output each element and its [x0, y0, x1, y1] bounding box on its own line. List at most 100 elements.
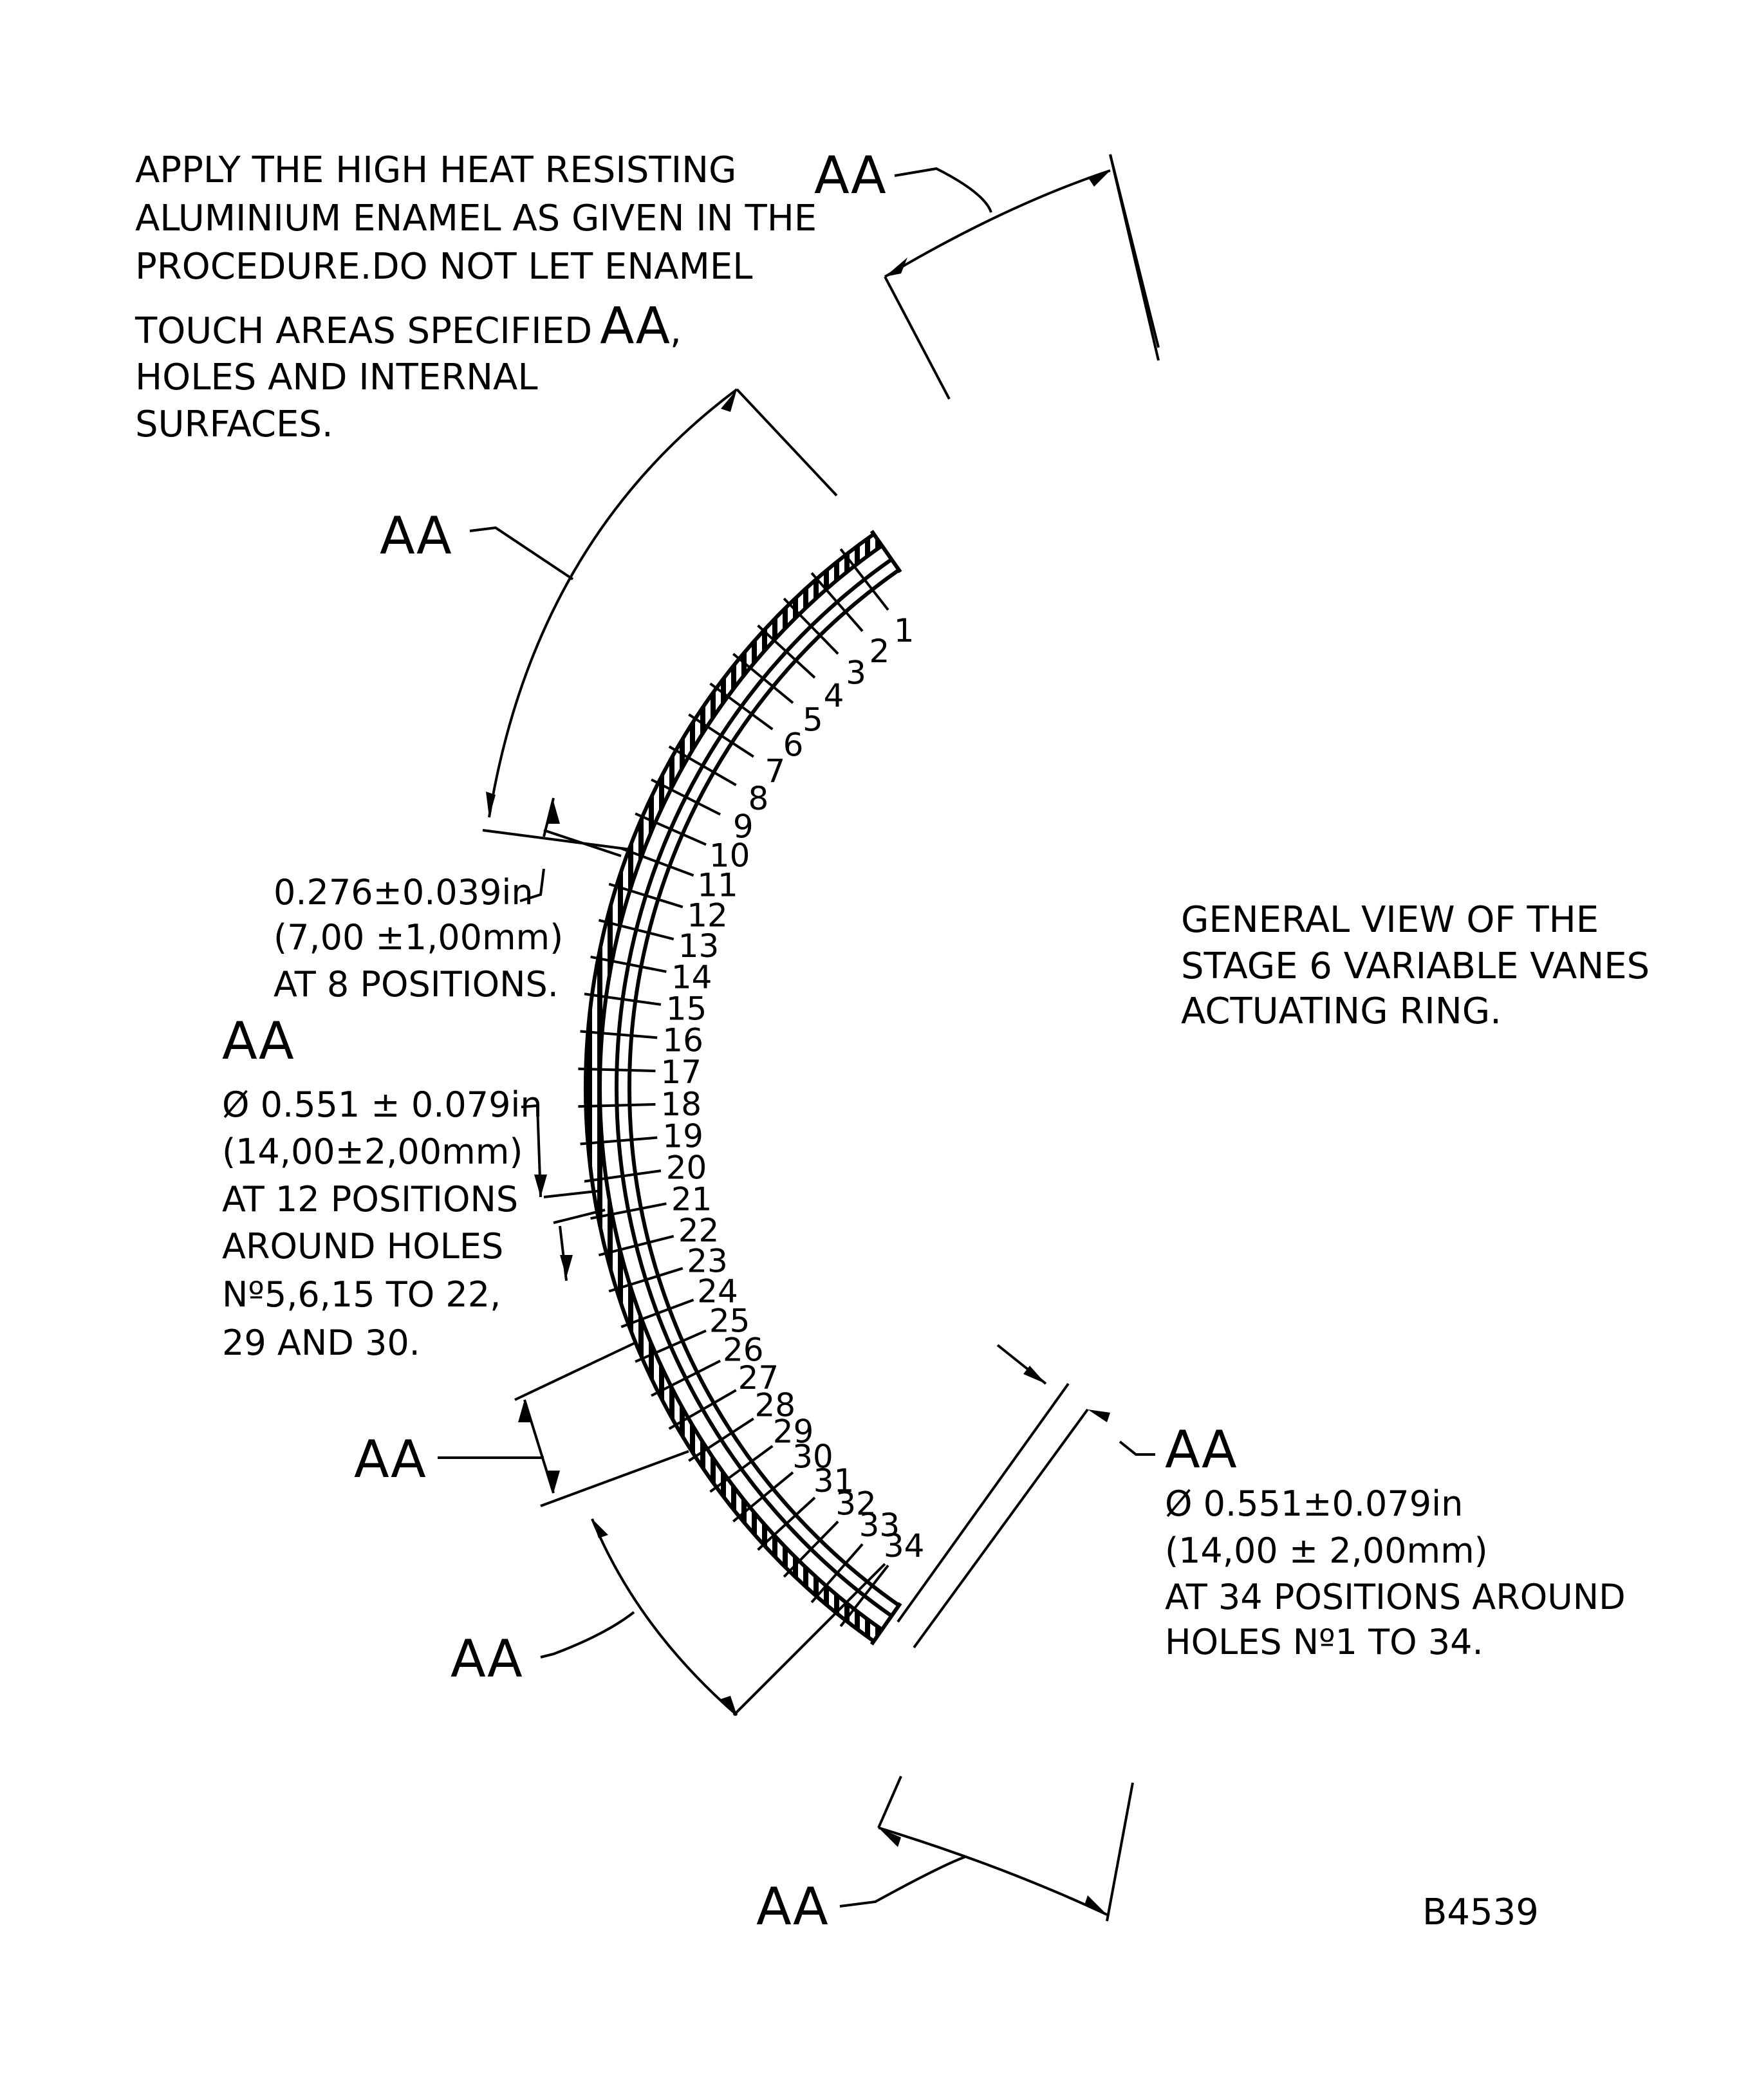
- holes-all-line-2: (14,00 ± 2,00mm): [1165, 1530, 1488, 1571]
- aa-label-top: AA: [814, 145, 886, 205]
- note-line-6: SURFACES.: [135, 404, 333, 445]
- hole-number-label: 19: [662, 1117, 703, 1155]
- aa-label-upper-left: AA: [380, 506, 452, 566]
- ring-arc-2: [598, 544, 884, 1631]
- hole-number-label: 20: [666, 1149, 707, 1187]
- ring-end-cap-1: [869, 530, 902, 573]
- dimension-lines: [438, 154, 1160, 1922]
- holes-all-line-1: Ø 0.551±0.079in: [1165, 1483, 1463, 1524]
- hole-tick: [757, 624, 816, 679]
- hole-number-label: 10: [709, 837, 750, 874]
- hole-tick: [709, 682, 774, 730]
- hole-number-label: 11: [697, 866, 738, 904]
- slot-dimension-note: 0.276±0.039in (7,00 ±1,00mm) AT 8 POSITI…: [274, 872, 563, 1005]
- title-line-1: GENERAL VIEW OF THE: [1181, 899, 1599, 941]
- note-line-3: PROCEDURE.DO NOT LET ENAMEL: [135, 246, 753, 288]
- hole-tick: [635, 1329, 707, 1363]
- hole-number-label: 26: [723, 1332, 764, 1369]
- hole-number-label: 29: [773, 1413, 814, 1450]
- title-line-2: STAGE 6 VARIABLE VANES: [1181, 945, 1650, 987]
- holes-all-line-4: HOLES Nº1 TO 34.: [1165, 1622, 1483, 1662]
- hole-tick: [783, 1520, 839, 1578]
- hole-number-label: 7: [765, 753, 785, 790]
- hole-tick: [839, 1565, 889, 1628]
- hole-tick: [783, 597, 839, 655]
- dimension-arrowheads: [486, 171, 1110, 1915]
- slot-dim-line-3: AT 8 POSITIONS.: [274, 964, 559, 1005]
- hole-tick: [620, 847, 694, 877]
- hole-tick: [590, 955, 667, 973]
- aa-label-bottom-left: AA: [451, 1629, 523, 1689]
- hole-tick: [580, 1136, 658, 1146]
- hole-tick: [598, 918, 674, 941]
- hole-number-label: 34: [884, 1527, 925, 1565]
- hole-number-label: 22: [678, 1212, 720, 1249]
- view-title: GENERAL VIEW OF THE STAGE 6 VARIABLE VAN…: [1181, 899, 1650, 1032]
- hole-number-label: 9: [733, 808, 754, 846]
- hole-tick: [608, 1267, 683, 1293]
- enamel-note: APPLY THE HIGH HEAT RESISTING ALUMINIUM …: [135, 149, 817, 445]
- hole-number-label: 13: [678, 927, 720, 965]
- actuating-ring-outline: [584, 530, 902, 1646]
- hole-tick: [688, 1417, 754, 1462]
- hole-number-label: 15: [666, 990, 707, 1027]
- hole-tick: [580, 1030, 658, 1039]
- hole-number-label: 12: [687, 897, 728, 934]
- ring-end-cap-2: [869, 1602, 902, 1646]
- hole-number-label: 2: [869, 633, 889, 670]
- hole-number-label: 17: [660, 1054, 702, 1091]
- title-line-3: ACTUATING RING.: [1181, 990, 1501, 1032]
- holes-all-dimension-note: Ø 0.551±0.079in (14,00 ± 2,00mm) AT 34 P…: [1165, 1483, 1626, 1662]
- hole-tick: [651, 778, 721, 816]
- hole-tick: [598, 1234, 674, 1257]
- hole-number-label: 28: [754, 1387, 795, 1424]
- hole-number-label: 6: [783, 727, 804, 764]
- hole-number-label: 1: [894, 612, 915, 649]
- hole-tick: [732, 1471, 794, 1523]
- hole-tick: [839, 548, 889, 611]
- holes-partial-line-2: (14,00±2,00mm): [222, 1131, 523, 1172]
- hole-position-ticks: [578, 548, 889, 1628]
- note-line-2: ALUMINIUM ENAMEL AS GIVEN IN THE: [135, 198, 817, 239]
- hole-tick: [578, 1067, 656, 1073]
- hole-tick: [578, 1102, 656, 1108]
- holes-partial-line-4: AROUND HOLES: [222, 1226, 503, 1267]
- hole-number-label: 8: [748, 780, 768, 817]
- aa-label-holes-partial: AA: [222, 1011, 294, 1071]
- hole-tick: [709, 1445, 774, 1493]
- hole-number-label: 21: [671, 1181, 712, 1218]
- holes-partial-line-3: AT 12 POSITIONS: [222, 1179, 518, 1220]
- hole-tick: [810, 1543, 864, 1604]
- hole-number-label: 30: [792, 1438, 833, 1476]
- ring-arc-3: [615, 557, 893, 1618]
- holes-partial-line-5: Nº5,6,15 TO 22,: [222, 1274, 501, 1315]
- holes-partial-dimension-note: Ø 0.551 ± 0.079in (14,00±2,00mm) AT 12 P…: [222, 1084, 543, 1363]
- hole-number-label: 14: [671, 958, 712, 996]
- hole-number-label: 16: [662, 1022, 703, 1059]
- hole-number-label: 23: [687, 1243, 728, 1280]
- hole-tick: [668, 745, 737, 786]
- holes-partial-line-1: Ø 0.551 ± 0.079in: [222, 1084, 543, 1125]
- hole-tick: [590, 1202, 667, 1220]
- hole-number-labels: 1234567891011121314151617181920212223242…: [660, 612, 924, 1565]
- hole-tick: [810, 571, 864, 633]
- hole-number-label: 18: [660, 1086, 702, 1123]
- hole-tick: [668, 1389, 737, 1430]
- hole-tick: [584, 1169, 662, 1183]
- hole-number-label: 24: [697, 1273, 738, 1310]
- hole-number-label: 27: [738, 1359, 779, 1397]
- hole-tick: [732, 653, 794, 704]
- hole-tick: [608, 882, 683, 909]
- holes-all-line-3: AT 34 POSITIONS AROUND: [1165, 1577, 1626, 1617]
- drawing-reference: B4539: [1422, 1891, 1539, 1933]
- note-line-1: APPLY THE HIGH HEAT RESISTING: [135, 149, 736, 191]
- aa-label-bottom: AA: [756, 1877, 828, 1937]
- note-line-5: HOLES AND INTERNAL: [135, 357, 538, 398]
- holes-partial-line-6: 29 AND 30.: [222, 1323, 420, 1363]
- slot-dim-line-2: (7,00 ±1,00mm): [274, 917, 563, 958]
- hole-number-label: 5: [803, 702, 823, 739]
- hole-number-label: 4: [824, 677, 844, 714]
- hole-number-label: 3: [846, 655, 866, 692]
- ring-arc-1: [584, 532, 875, 1643]
